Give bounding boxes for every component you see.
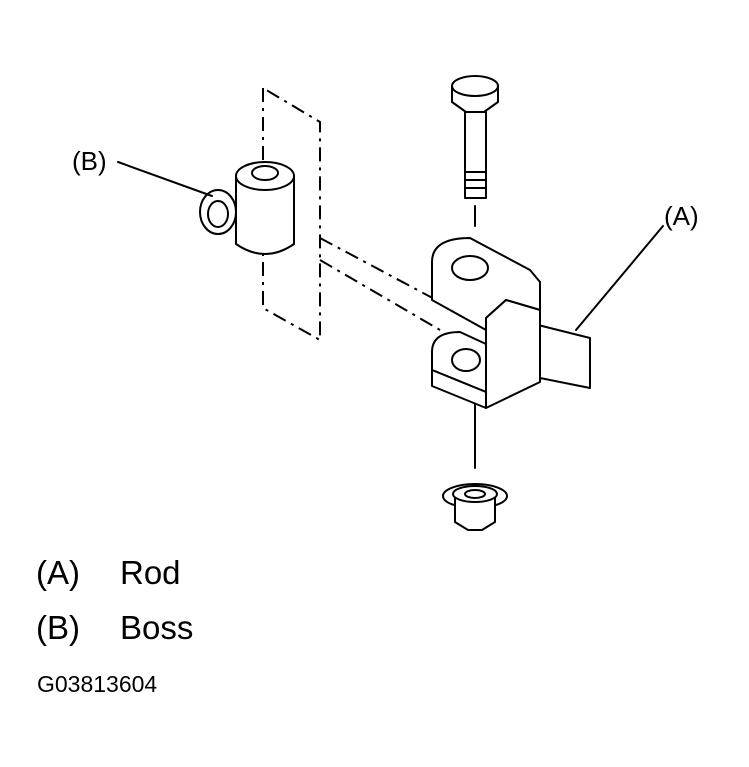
rod-boss-assembly-diagram — [117, 75, 664, 531]
boss-leader-line — [117, 161, 213, 197]
bracket — [431, 237, 541, 409]
alignment-guide-lines — [319, 237, 441, 331]
legend-label: Rod — [120, 554, 181, 591]
rod-callout-label: (A) — [664, 201, 699, 231]
figure-id: G03813604 — [37, 671, 158, 697]
legend-key: (B) — [36, 609, 80, 646]
boss-part — [199, 161, 295, 255]
legend-item-boss: (B) Boss — [36, 611, 193, 644]
boss-callout-label: (B) — [72, 146, 107, 176]
bolt — [451, 75, 499, 227]
rod-leader-line — [575, 225, 664, 331]
legend-key: (A) — [36, 554, 80, 591]
legend-item-rod: (A) Rod — [36, 556, 181, 589]
flange-nut — [442, 403, 508, 531]
legend-label: Boss — [120, 609, 194, 646]
